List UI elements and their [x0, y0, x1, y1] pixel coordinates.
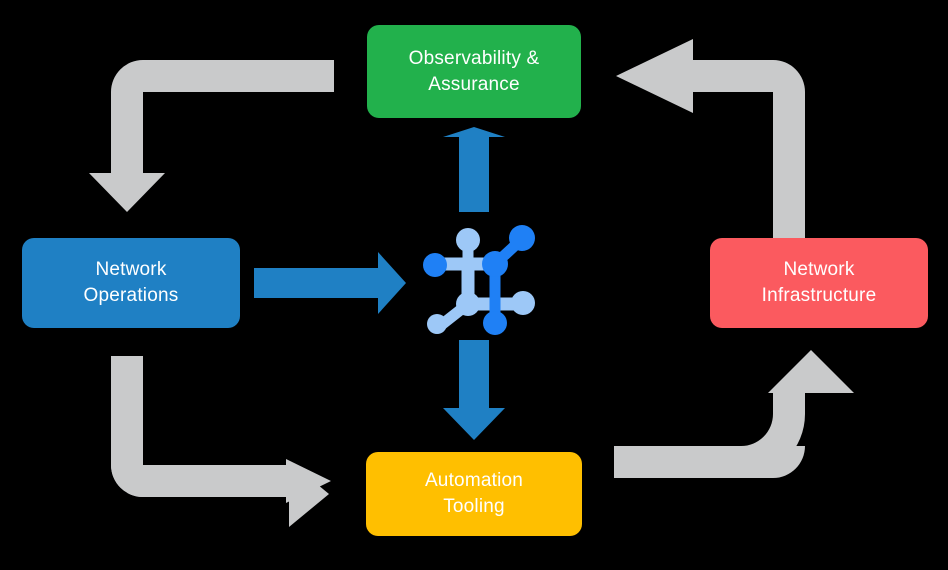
node-label-network-infrastructure: Network Infrastructure [761, 259, 877, 306]
connector-observability-to-ops [89, 60, 334, 212]
connector-ops-to-center [254, 252, 406, 314]
connector-ops-to-automation [111, 356, 329, 527]
icon-node-bottom-junction [456, 292, 480, 316]
icon-node-top [456, 228, 480, 252]
icon-node-bottom-left [427, 314, 447, 334]
connector-automation-to-infrastructure-head [768, 350, 854, 393]
icon-node-hub [482, 251, 508, 277]
icon-node-left [423, 253, 447, 277]
node-label-network-operations: Network Operations [83, 259, 179, 306]
connector-infrastructure-to-observability-head [616, 39, 693, 113]
icon-node-bottom [483, 311, 507, 335]
network-topology-icon-glyph [423, 225, 535, 335]
connector-center-to-observability [443, 127, 505, 212]
node-box-observability[interactable]: Observability & Assurance [367, 25, 581, 118]
connector-automation-to-infrastructure-stem [614, 389, 805, 478]
node-box-network-operations[interactable]: Network Operations [22, 238, 240, 328]
connector-ops-to-automation-head [286, 459, 331, 503]
connector-infrastructure-to-observability-body [690, 60, 805, 238]
icon-node-right [511, 291, 535, 315]
connector-center-to-automation [443, 340, 505, 440]
icon-node-top-right [509, 225, 535, 251]
node-box-network-infrastructure[interactable]: Network Infrastructure [710, 238, 928, 328]
node-label-observability: Observability & Assurance [408, 47, 540, 95]
node-box-automation-tooling[interactable]: Automation Tooling [366, 452, 582, 536]
node-label-automation-tooling: Automation Tooling [424, 470, 524, 517]
connector-ops-to-automation-body [111, 356, 289, 497]
